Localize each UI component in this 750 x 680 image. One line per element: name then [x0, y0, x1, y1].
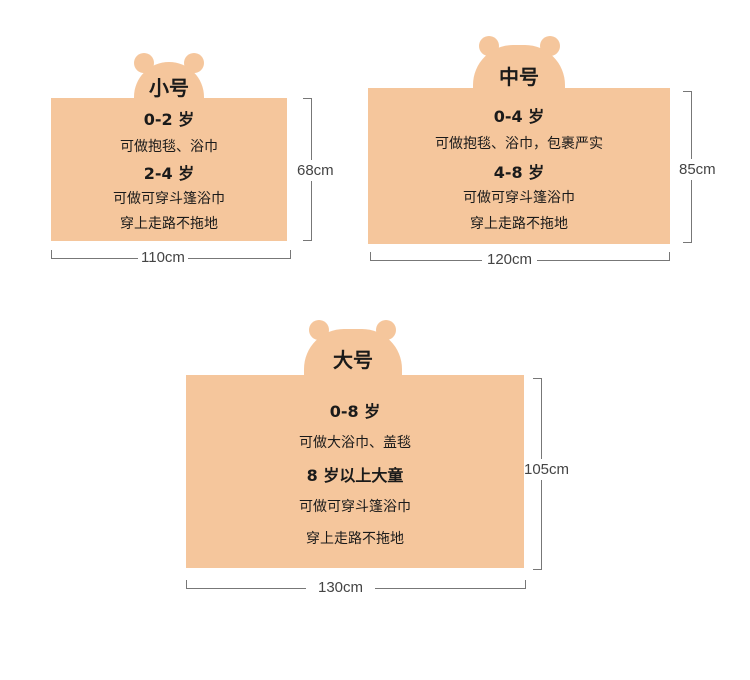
towel-body: [368, 88, 670, 244]
towel-body: [51, 98, 287, 241]
usage-text: 穿上走路不拖地: [120, 216, 218, 232]
age-range: 4-8 岁: [493, 163, 545, 182]
height-dimension-tick: [683, 91, 692, 92]
height-label: 85cm: [679, 159, 716, 180]
age-range: 8 岁以上大童: [306, 466, 404, 485]
width-dimension-tick: [186, 580, 187, 589]
size-label-medium: 中号: [499, 65, 539, 89]
usage-text: 可做可穿斗篷浴巾: [463, 190, 575, 206]
width-label: 130cm: [306, 579, 376, 596]
usage-text: 可做抱毯、浴巾，包裹严实: [435, 136, 603, 152]
size-label-small: 小号: [149, 76, 189, 100]
width-label: 120cm: [482, 251, 538, 268]
height-dimension-tick: [303, 240, 312, 241]
towel-large-text: 0-8 岁 可做大浴巾、盖毯 8 岁以上大童 可做可穿斗篷浴巾 穿上走路不拖地: [186, 396, 524, 548]
usage-text: 可做大浴巾、盖毯: [299, 435, 411, 451]
age-range: 2-4 岁: [143, 164, 195, 183]
height-label: 105cm: [524, 459, 570, 480]
width-label: 110cm: [138, 249, 188, 266]
width-dimension-tick: [51, 250, 52, 259]
age-range: 0-4 岁: [493, 107, 545, 126]
height-dimension-tick: [303, 98, 312, 99]
age-range: 0-8 岁: [329, 402, 381, 421]
bear-head: [304, 329, 402, 381]
width-dimension-tick: [669, 252, 670, 261]
usage-text: 穿上走路不拖地: [470, 216, 568, 232]
usage-text: 可做可穿斗篷浴巾: [113, 191, 225, 207]
width-dimension-tick: [290, 250, 291, 259]
height-dimension-tick: [533, 569, 542, 570]
height-dimension-tick: [683, 242, 692, 243]
height-label: 68cm: [297, 160, 334, 181]
towel-medium-text: 0-4 岁 可做抱毯、浴巾，包裹严实 4-8 岁 可做可穿斗篷浴巾 穿上走路不拖…: [368, 99, 670, 233]
usage-text: 可做抱毯、浴巾: [120, 139, 218, 155]
usage-text: 可做可穿斗篷浴巾: [299, 499, 411, 515]
age-range: 0-2 岁: [143, 110, 195, 129]
bear-head: [473, 45, 565, 95]
width-dimension-tick: [370, 252, 371, 261]
towel-body: [186, 375, 524, 568]
usage-text: 穿上走路不拖地: [306, 531, 404, 547]
towel-small-text: 0-2 岁 可做抱毯、浴巾 2-4 岁 可做可穿斗篷浴巾 穿上走路不拖地: [51, 104, 287, 233]
width-dimension-tick: [525, 580, 526, 589]
size-label-large: 大号: [333, 348, 373, 372]
height-dimension-tick: [533, 378, 542, 379]
